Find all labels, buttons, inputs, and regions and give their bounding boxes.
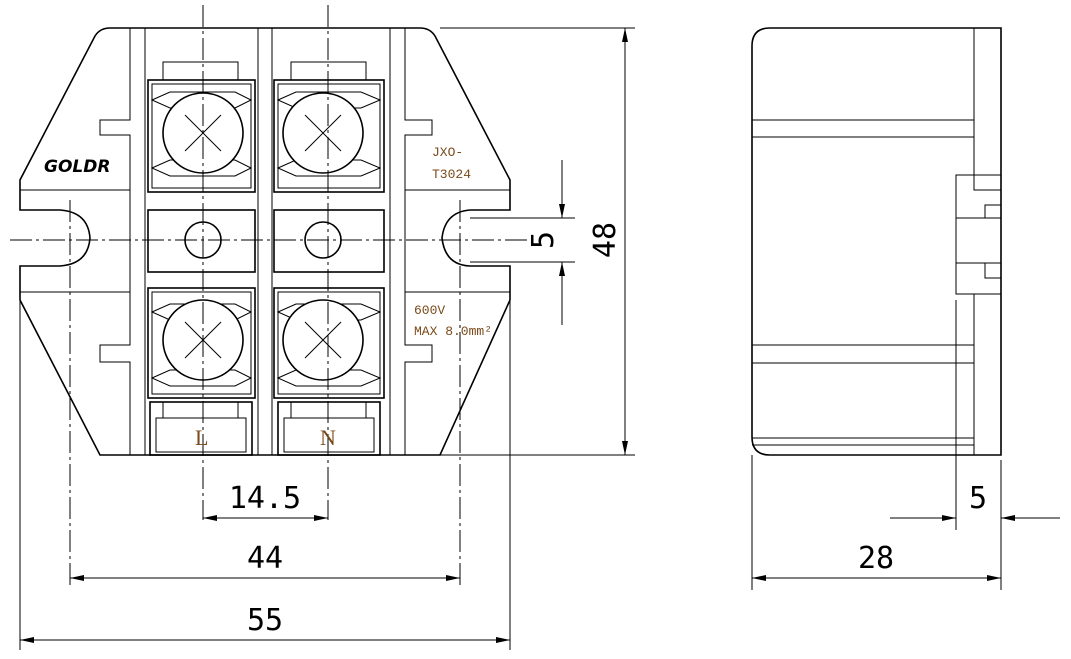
terminal-top-left bbox=[147, 61, 256, 193]
voltage-rating: 600V bbox=[414, 303, 445, 318]
dim-pitch: 14.5 bbox=[229, 481, 301, 516]
model-line-1: JXO- bbox=[432, 145, 463, 160]
dimensions: 48 5 14.5 44 55 28 5 bbox=[19, 27, 1060, 650]
dim-overall-width: 55 bbox=[247, 603, 283, 638]
dim-mount-spacing: 44 bbox=[247, 541, 283, 576]
dim-step: 5 bbox=[969, 481, 987, 516]
dim-hole: 5 bbox=[526, 231, 561, 249]
side-view bbox=[751, 27, 1002, 530]
front-view: GOLDR JXO- T3024 600V MAX 8.0mm² L N bbox=[10, 5, 530, 585]
brand-logo: GOLDR bbox=[44, 157, 110, 177]
front-outline bbox=[19, 27, 511, 456]
dim-height: 48 bbox=[588, 222, 623, 258]
wire-capacity: MAX 8.0mm² bbox=[414, 324, 492, 339]
terminal-label-n: N bbox=[320, 425, 336, 450]
terminal-top-right bbox=[273, 61, 385, 193]
terminal-bottom-right bbox=[273, 287, 385, 456]
terminal-label-l: L bbox=[195, 425, 208, 450]
dim-depth: 28 bbox=[858, 541, 894, 576]
model-line-2: T3024 bbox=[432, 167, 471, 182]
